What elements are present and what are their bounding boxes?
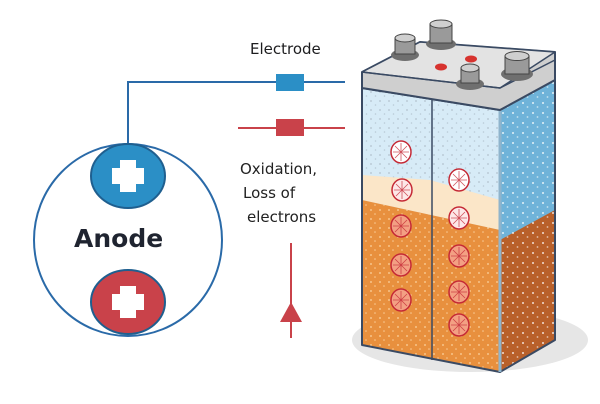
electrode-blue-marker bbox=[276, 74, 304, 91]
battery-post bbox=[426, 19, 456, 50]
indicator-dot bbox=[465, 55, 477, 63]
oxidation-label-line3: electrons bbox=[247, 208, 317, 226]
plus-icon bbox=[112, 286, 144, 318]
plus-icon bbox=[112, 160, 144, 192]
electrode-label: Electrode bbox=[250, 40, 321, 58]
bottom-terminal bbox=[90, 269, 166, 335]
battery-post bbox=[456, 63, 484, 90]
wire-blue bbox=[127, 81, 345, 148]
oxidation-label-line2: Loss of bbox=[243, 184, 296, 202]
battery-post bbox=[501, 51, 533, 81]
arrow-up-icon bbox=[280, 243, 302, 338]
battery bbox=[361, 19, 556, 373]
indicator-dot bbox=[435, 63, 447, 71]
top-terminal bbox=[90, 143, 166, 209]
anode-label: Anode bbox=[74, 224, 164, 253]
oxidation-label-line1: Oxidation, bbox=[240, 160, 318, 178]
electrode-red-marker bbox=[276, 119, 304, 136]
battery-post bbox=[391, 33, 419, 61]
